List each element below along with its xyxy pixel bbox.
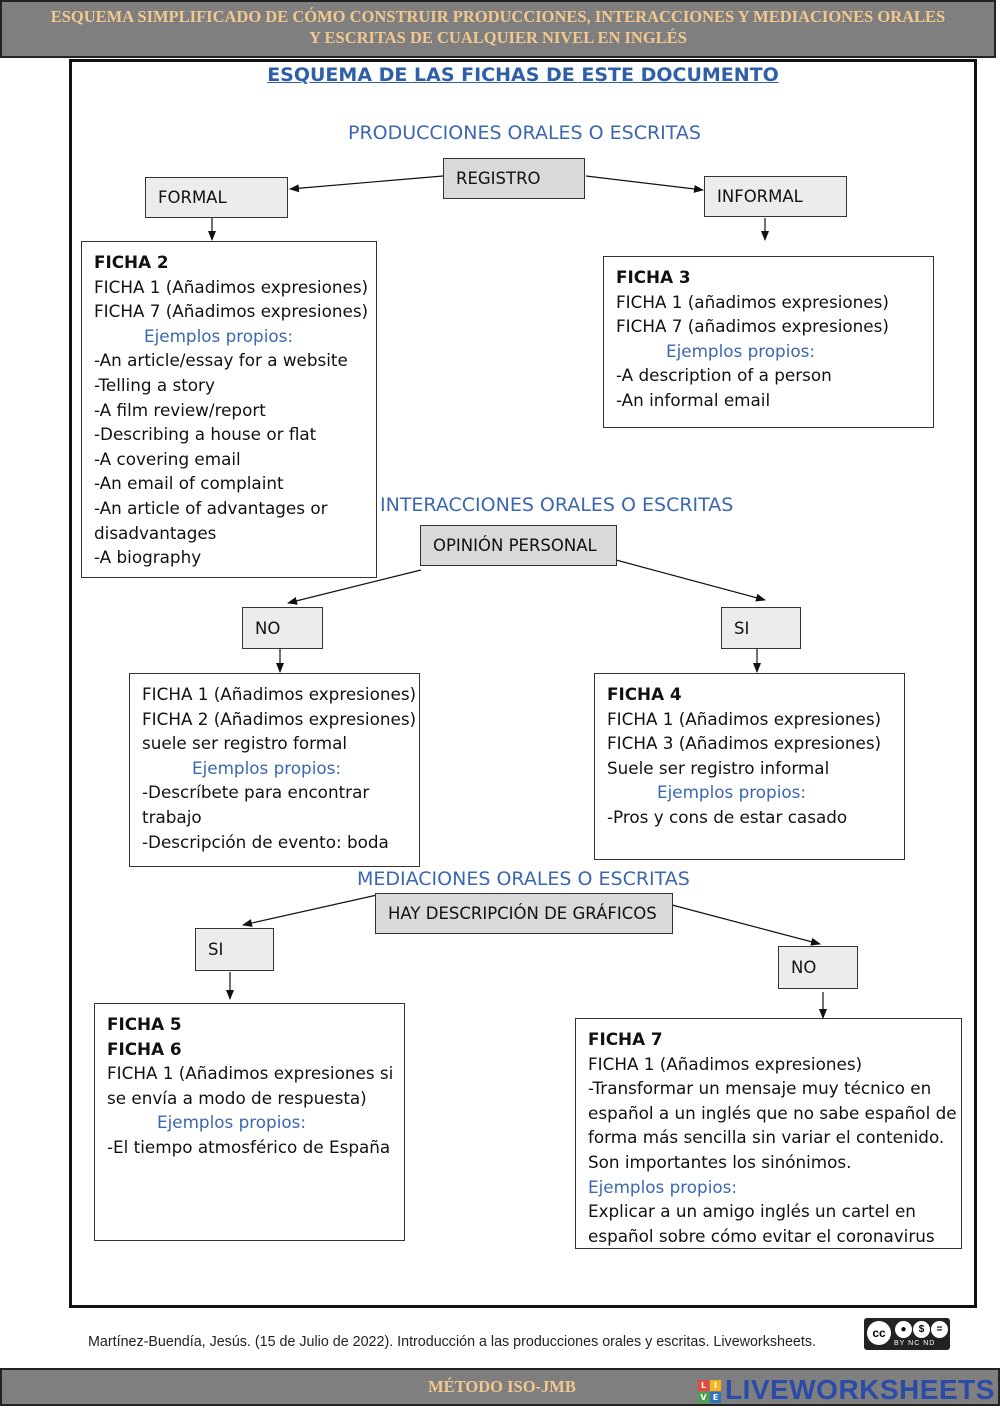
card-title: FICHA 2 (94, 252, 169, 272)
example-item: -A biography (94, 547, 202, 568)
card-title: FICHA 4 (607, 684, 682, 704)
card-line: -Transformar un mensaje muy técnico en (588, 1078, 932, 1099)
example-item: Explicar a un amigo inglés un cartel en (588, 1201, 916, 1222)
arrow-graficos-no (671, 904, 821, 946)
example-item: -Telling a story (94, 374, 215, 395)
example-item: -Descripción de evento: boda (142, 831, 389, 852)
method-label: MÉTODO ISO-JMB (428, 1377, 576, 1396)
example-item: trabajo (142, 806, 202, 827)
logo-letter: L (698, 1380, 709, 1391)
node-informal: INFORMAL (704, 176, 847, 217)
example-item: -El tiempo atmosférico de España (107, 1136, 391, 1157)
example-item: -Descríbete para encontrar (142, 782, 370, 803)
node-med-no: NO (778, 946, 858, 989)
card-line: FICHA 1 (Añadimos expresiones) (588, 1053, 863, 1074)
example-item: español sobre cómo evitar el coronavirus (588, 1225, 935, 1246)
card-ficha-3: FICHA 3 FICHA 1 (añadimos expresiones) F… (603, 256, 934, 428)
cc-icon: cc (867, 1321, 891, 1345)
card-line: Suele ser registro informal (607, 757, 830, 778)
logo-letter: I (710, 1380, 721, 1391)
card-line: se envía a modo de respuesta) (107, 1087, 367, 1108)
document-frame (69, 59, 977, 1308)
card-ficha-5-6: FICHA 5 FICHA 6 FICHA 1 (Añadimos expres… (94, 1003, 405, 1241)
banner-title-line2: Y ESCRITAS DE CUALQUIER NIVEL EN INGLÉS (309, 28, 687, 47)
example-item: -A film review/report (94, 399, 266, 420)
example-item: -A description of a person (616, 365, 832, 386)
by-icon: ● (895, 1321, 912, 1338)
section-heading-producciones: PRODUCCIONES ORALES O ESCRITAS (348, 122, 701, 144)
node-opinion-personal: OPINIÓN PERSONAL (420, 525, 617, 566)
examples-label: Ejemplos propios: (144, 325, 294, 346)
card-line: forma más sencilla sin variar el conteni… (588, 1127, 945, 1148)
card-line: FICHA 1 (Añadimos expresiones) (607, 708, 882, 729)
example-item: -An article/essay for a website (94, 350, 348, 371)
node-formal: FORMAL (145, 177, 288, 218)
section-heading-mediaciones: MEDIACIONES ORALES O ESCRITAS (357, 868, 690, 890)
license-tags: BY NC ND (894, 1340, 936, 1347)
arrow-registro-formal (289, 175, 444, 193)
arrow-opinion-no (287, 569, 422, 605)
examples-label: Ejemplos propios: (666, 340, 816, 361)
section-heading-interacciones: INTERACCIONES ORALES O ESCRITAS (380, 494, 734, 516)
examples-label: Ejemplos propios: (192, 757, 342, 778)
liveworksheets-wordmark: LIVEWORKSHEETS (725, 1374, 995, 1405)
card-line: FICHA 2 (Añadimos expresiones) (142, 708, 417, 729)
card-line: FICHA 7 (Añadimos expresiones) (94, 301, 369, 322)
example-item: -An article of advantages or (94, 497, 328, 518)
card-title: FICHA 7 (588, 1029, 663, 1049)
card-line: FICHA 1 (Añadimos expresiones) (94, 276, 369, 297)
nd-icon: = (931, 1321, 948, 1338)
card-line: español a un inglés que no sabe español … (588, 1102, 957, 1123)
card-opinion-no: FICHA 1 (Añadimos expresiones) FICHA 2 (… (129, 673, 420, 867)
node-descripcion-graficos: HAY DESCRIPCIÓN DE GRÁFICOS (375, 893, 673, 934)
card-ficha-2: FICHA 2 FICHA 1 (Añadimos expresiones) F… (81, 241, 377, 578)
logo-letter: E (710, 1392, 721, 1403)
document-title: ESQUEMA DE LAS FICHAS DE ESTE DOCUMENTO (267, 64, 779, 86)
node-med-si: SI (195, 928, 274, 971)
example-item: -An informal email (616, 389, 771, 410)
example-item: -A covering email (94, 448, 241, 469)
card-line: FICHA 1 (añadimos expresiones) (616, 291, 889, 312)
card-line: FICHA 1 (Añadimos expresiones si (107, 1063, 394, 1084)
example-item: -Pros y cons de estar casado (607, 806, 848, 827)
examples-label: Ejemplos propios: (157, 1112, 307, 1133)
card-title: FICHA 6 (107, 1038, 182, 1059)
card-line: FICHA 7 (añadimos expresiones) (616, 316, 889, 337)
example-item: disadvantages (94, 522, 217, 543)
card-line: suele ser registro formal (142, 733, 348, 754)
card-line: FICHA 3 (Añadimos expresiones) (607, 733, 882, 754)
arrow-registro-informal (585, 175, 704, 193)
card-title: FICHA 3 (616, 267, 691, 287)
card-line: FICHA 1 (Añadimos expresiones) (142, 684, 417, 704)
example-item: -An email of complaint (94, 473, 284, 494)
citation-text: Martínez-Buendía, Jesús. (15 de Julio de… (88, 1334, 816, 1350)
examples-label: Ejemplos propios: (657, 782, 807, 803)
card-title: FICHA 5 (107, 1014, 182, 1034)
arrow-opinion-si (615, 559, 766, 602)
banner-title-line1: ESQUEMA SIMPLIFICADO DE CÓMO CONSTRUIR P… (50, 7, 946, 26)
creative-commons-license-icon[interactable]: cc ● $ = BY NC ND (864, 1318, 950, 1350)
header-banner: ESQUEMA SIMPLIFICADO DE CÓMO CONSTRUIR P… (0, 0, 996, 58)
examples-label: Ejemplos propios: (588, 1176, 738, 1197)
arrow-graficos-si (242, 894, 378, 927)
card-ficha-7: FICHA 7 FICHA 1 (Añadimos expresiones) -… (575, 1018, 962, 1249)
footer-bar: MÉTODO ISO-JMB (0, 1368, 1000, 1406)
logo-letter: V (698, 1392, 709, 1403)
example-item: -Describing a house or flat (94, 424, 317, 445)
node-si: SI (721, 607, 801, 649)
card-line: Son importantes los sinónimos. (588, 1151, 852, 1172)
liveworksheets-logo-icon: L I V E (698, 1380, 722, 1404)
node-no: NO (242, 607, 323, 649)
node-registro: REGISTRO (443, 158, 585, 199)
nc-icon: $ (913, 1321, 930, 1338)
card-ficha-4: FICHA 4 FICHA 1 (Añadimos expresiones) F… (594, 673, 905, 860)
